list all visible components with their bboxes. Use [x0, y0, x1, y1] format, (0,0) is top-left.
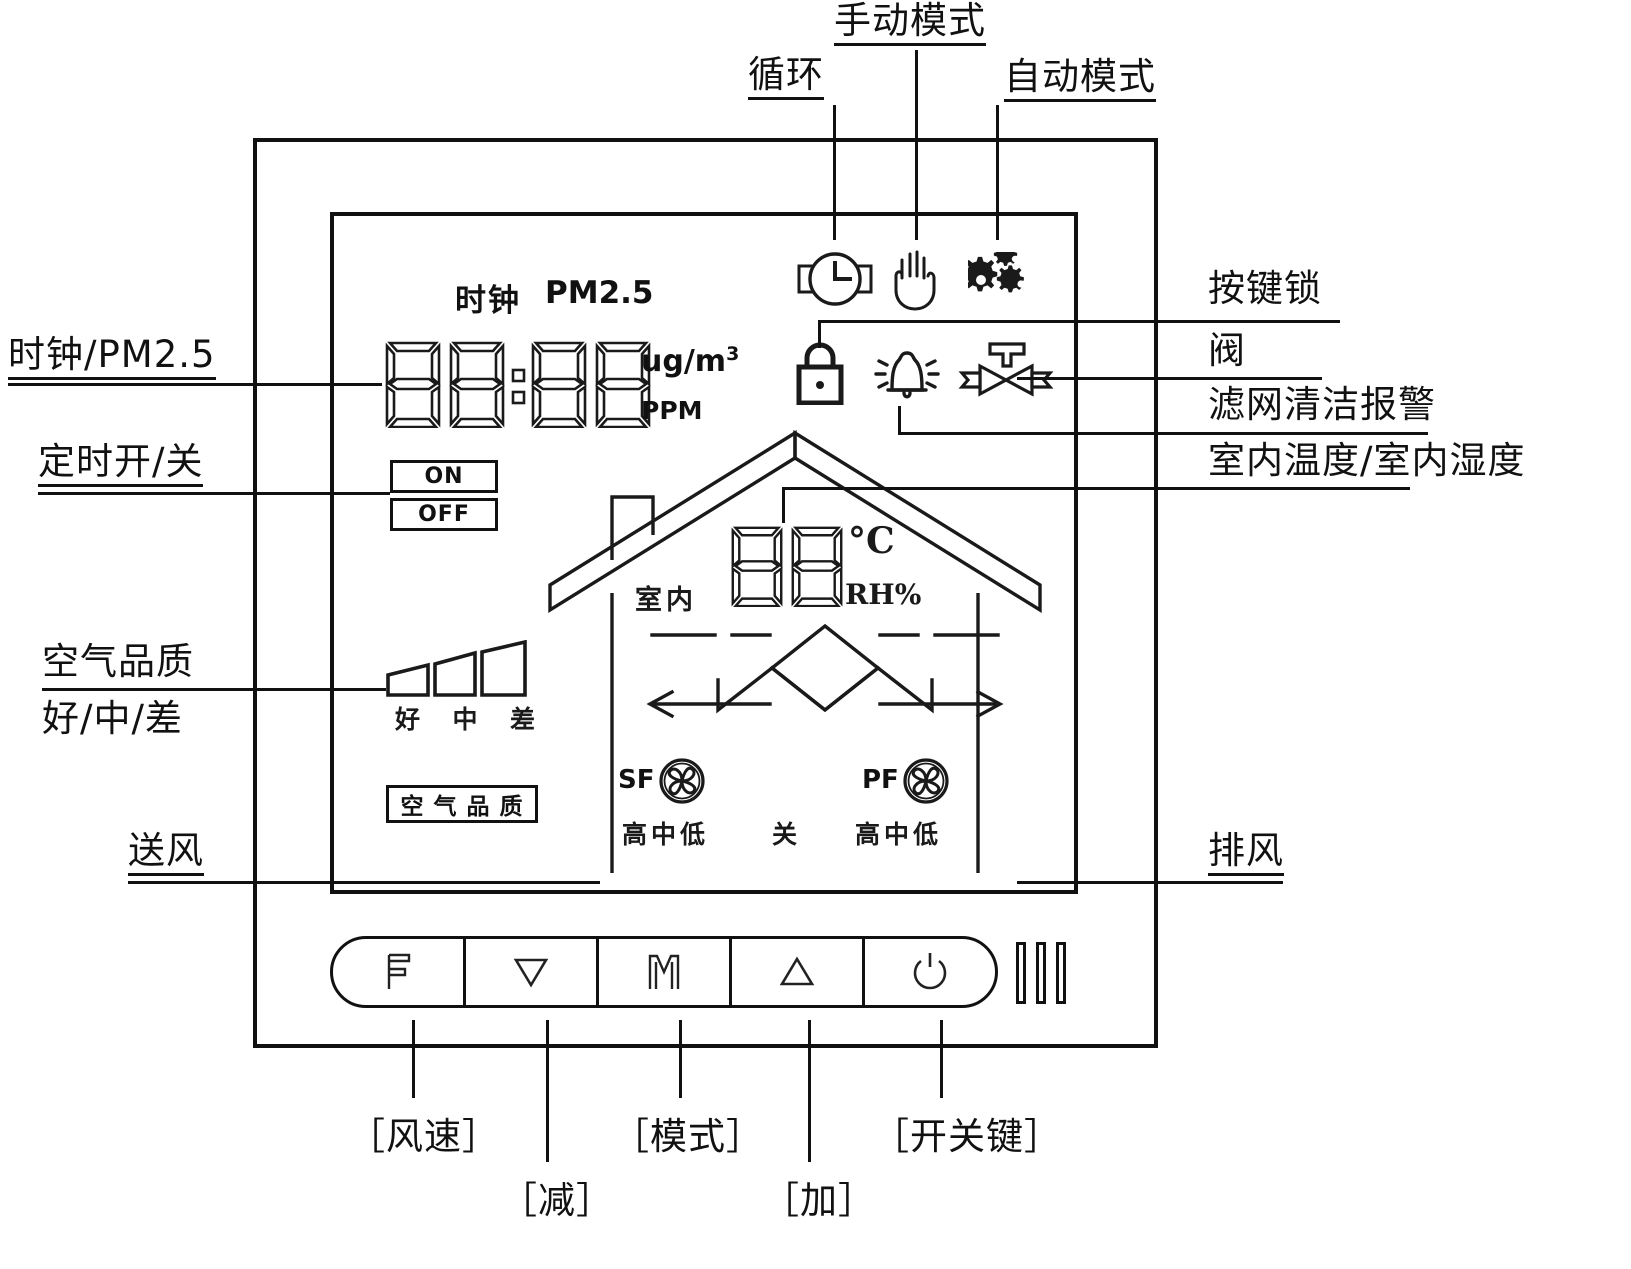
supply-fan-tag: SF	[618, 765, 655, 795]
annotation-manual-mode: 手动模式	[834, 2, 986, 46]
annotation-exhaust-air: 排风	[1208, 832, 1284, 876]
seg-digit-indoor-2	[791, 526, 843, 607]
annotation-power: ［开关键］	[872, 1115, 1062, 1158]
temperature-unit: °C	[848, 520, 895, 562]
annotation-fan-speed: ［风速］	[348, 1115, 500, 1158]
unit-superscript: 3	[726, 343, 740, 365]
annotation-auto-mode: 自动模式	[1004, 58, 1156, 102]
exhaust-fan-speeds: 高中低	[855, 820, 943, 849]
leader-line-fan-speed	[412, 1020, 415, 1098]
triangle-up-icon	[779, 956, 815, 986]
aq-level-medium: 中	[452, 705, 478, 734]
indicator-bar-2	[1036, 942, 1046, 1004]
leader-line-key-lock-drop	[818, 320, 821, 348]
device-outer-frame	[253, 138, 1158, 1048]
heat-exchanger-airflow-icon	[646, 623, 1004, 719]
power-icon	[913, 953, 947, 990]
annotation-decrease: ［减］	[500, 1179, 614, 1222]
leader-line-clock-pm25	[8, 383, 382, 386]
leader-line-indoor	[782, 487, 1410, 490]
seg-digit-4	[595, 341, 651, 428]
annotation-indoor-temp-humidity: 室内温度/室内湿度	[1208, 439, 1526, 482]
fan-off-label: 关	[772, 820, 798, 849]
annotation-increase: ［加］	[762, 1179, 876, 1222]
seg-digit-1	[385, 341, 441, 428]
annotation-valve: 阀	[1208, 329, 1246, 372]
gears-auto-icon	[968, 252, 1025, 293]
seg-digit-2	[449, 341, 505, 428]
leader-line-air-quality	[42, 688, 386, 691]
lcd-colon	[511, 368, 526, 405]
annotation-timer-onoff: 定时开/关	[38, 443, 204, 487]
humidity-unit: RH%	[845, 578, 922, 611]
lcd-unit-ppm: PPM	[641, 396, 703, 425]
seg-digit-3	[531, 341, 587, 428]
leader-line-indoor-drop	[782, 487, 785, 523]
supply-fan-icon	[659, 758, 705, 804]
leader-line-decrease	[546, 1020, 549, 1162]
clock-icon	[797, 252, 873, 306]
air-quality-box: 空 气 品 质	[386, 785, 538, 823]
leader-line-power	[940, 1020, 943, 1098]
power-button[interactable]	[865, 939, 995, 1005]
leader-line-filter-alarm	[898, 432, 1428, 435]
annotation-key-lock: 按键锁	[1208, 267, 1322, 310]
lcd-main-digits	[382, 340, 654, 428]
supply-fan-speeds: 高中低	[622, 820, 710, 849]
leader-line-supply-air	[128, 881, 600, 884]
increase-button[interactable]	[732, 939, 865, 1005]
annotation-clock-pm25: 时钟/PM2.5	[8, 336, 216, 380]
leader-line-exhaust-air	[1017, 881, 1283, 884]
fan-speed-button[interactable]	[333, 939, 466, 1005]
indicator-bar-1	[1016, 942, 1026, 1004]
air-quality-bars-icon	[386, 640, 527, 697]
indicator-bar-3	[1056, 942, 1066, 1004]
leader-line-mode	[679, 1020, 682, 1098]
annotation-mode: ［模式］	[612, 1115, 764, 1158]
aq-level-good: 好	[395, 705, 421, 734]
alarm-bell-icon	[874, 351, 940, 399]
timer-off-box: OFF	[390, 498, 498, 531]
hand-manual-icon	[894, 250, 936, 311]
house-outline-icon	[548, 429, 1042, 873]
letter-f-icon	[387, 953, 411, 989]
indoor-digits	[728, 525, 846, 607]
annotation-air-quality-levels: 好/中/差	[42, 697, 183, 740]
annotation-air-quality: 空气品质	[42, 640, 194, 683]
annotation-cycle: 循环	[748, 56, 824, 100]
mode-button[interactable]	[599, 939, 732, 1005]
timer-on-box: ON	[390, 460, 498, 493]
leader-line-auto	[996, 105, 999, 240]
leader-line-filter-alarm-rise	[898, 406, 901, 432]
exhaust-fan-tag: PF	[862, 765, 899, 795]
annotation-filter-alarm: 滤网清洁报警	[1208, 383, 1436, 426]
air-quality-levels-row: 好 中 差	[395, 700, 535, 736]
leader-line-increase	[808, 1020, 811, 1162]
unit-text: ug/m	[641, 344, 727, 379]
letter-m-icon	[648, 954, 680, 989]
lcd-inner-frame	[330, 212, 1078, 894]
indicator-bars-icon	[1016, 942, 1066, 1004]
lcd-unit-ugm3: ug/m3	[641, 343, 739, 379]
aq-level-poor: 差	[509, 705, 535, 734]
leader-line-cycle	[833, 105, 836, 240]
indoor-label: 室内	[635, 585, 697, 616]
padlock-icon	[796, 342, 844, 405]
lcd-pm25-label: PM2.5	[545, 275, 654, 311]
annotation-supply-air: 送风	[128, 832, 204, 876]
leader-line-manual	[915, 50, 918, 240]
leader-line-key-lock	[818, 320, 1340, 323]
lcd-clock-label: 时钟	[455, 283, 521, 319]
decrease-button[interactable]	[466, 939, 599, 1005]
leader-line-timer	[38, 492, 390, 495]
exhaust-fan-icon	[903, 758, 949, 804]
valve-icon	[958, 342, 1054, 397]
triangle-down-icon	[513, 958, 549, 988]
button-bar	[330, 936, 998, 1008]
seg-digit-indoor-1	[731, 526, 783, 607]
leader-line-valve	[1017, 377, 1322, 380]
